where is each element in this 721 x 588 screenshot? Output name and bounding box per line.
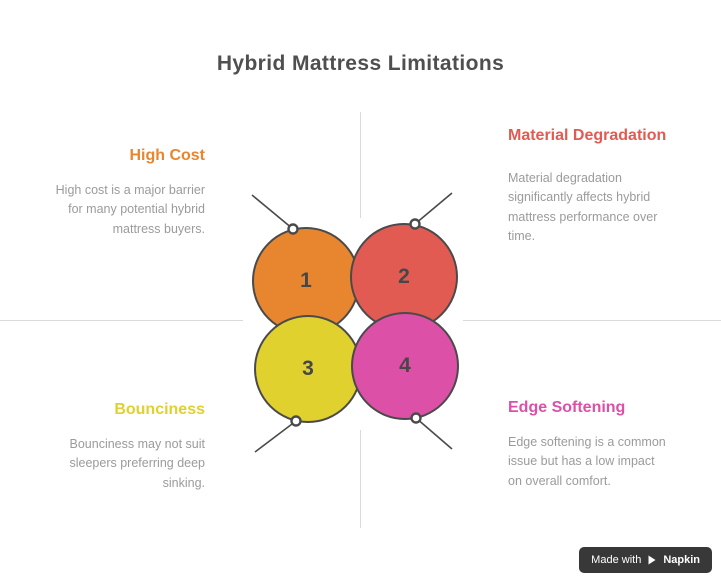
item-label-edge-softening: Edge Softening (508, 399, 626, 416)
item-description-edge-softening: Edge softening is a common issue but has… (508, 434, 666, 488)
circle-number-1: 1 (300, 269, 312, 292)
divider-horizontal-left (0, 320, 243, 321)
page-title: Hybrid Mattress Limitations (216, 52, 505, 75)
connector-line-high-cost (251, 194, 294, 230)
item-label-bounciness: Bounciness (114, 401, 205, 418)
item-label-material-degradation: Material Degradation (508, 127, 667, 144)
napkin-watermark-badge[interactable]: Made with Napkin (579, 547, 712, 573)
napkin-logo-icon (647, 555, 657, 565)
connector-line-edge-softening (415, 417, 453, 450)
item-description-high-cost: High cost is a major barrier for many po… (55, 182, 205, 236)
circle-bounciness: 3 (254, 315, 362, 423)
circle-edge-softening: 4 (351, 312, 459, 420)
item-description-bounciness: Bounciness may not suit sleepers preferr… (69, 436, 206, 490)
item-description-material-degradation: Material degradation significantly affec… (508, 170, 658, 243)
circle-number-3: 3 (302, 357, 314, 380)
divider-vertical-top (360, 112, 361, 218)
connector-line-bounciness (254, 420, 297, 453)
circle-number-4: 4 (399, 354, 411, 377)
item-block-high-cost: High Cost High cost is a major barrier f… (55, 146, 205, 239)
watermark-brand-text: Napkin (663, 554, 700, 566)
connector-line-material-degradation (414, 192, 453, 225)
circle-number-2: 2 (398, 265, 410, 288)
item-label-high-cost: High Cost (129, 147, 205, 164)
item-block-material-degradation: Material Degradation Material degradatio… (508, 126, 668, 246)
watermark-made-with-text: Made with (591, 554, 642, 566)
item-block-bounciness: Bounciness Bounciness may not suit sleep… (55, 400, 206, 493)
divider-vertical-bottom (360, 430, 361, 528)
divider-horizontal-right (463, 320, 721, 321)
item-block-edge-softening: Edge Softening Edge softening is a commo… (508, 398, 668, 491)
